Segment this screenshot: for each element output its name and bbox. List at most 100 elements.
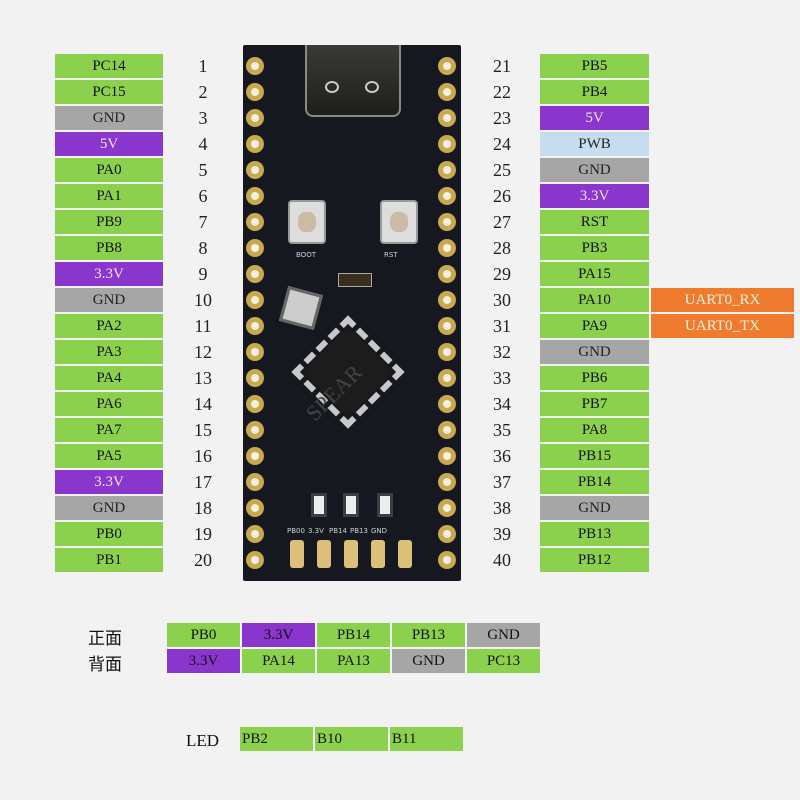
pin-label: GND: [55, 288, 163, 312]
pin-label: PB13: [540, 522, 649, 546]
pin-label: PA2: [55, 314, 163, 338]
header-hole: [438, 499, 456, 517]
pin-label: GND: [55, 496, 163, 520]
pin-label: 5V: [55, 132, 163, 156]
pin-number: 25: [493, 160, 511, 180]
pin-label: PA3: [55, 340, 163, 364]
pin-label: PA5: [55, 444, 163, 468]
back-pin-cell: GND: [392, 649, 465, 673]
header-hole: [438, 525, 456, 543]
pin-number: 24: [493, 134, 511, 154]
pin-label: PB4: [540, 80, 649, 104]
header-hole: [246, 213, 264, 231]
pin-number: 33: [493, 368, 511, 388]
header-hole: [438, 473, 456, 491]
dev-board-image: [243, 45, 461, 581]
usb-mount-hole: [325, 81, 339, 93]
header-hole: [246, 525, 264, 543]
pin-alt-function: UART0_TX: [651, 314, 794, 338]
pin-label: PB6: [540, 366, 649, 390]
pin-label: 3.3V: [55, 470, 163, 494]
header-hole: [246, 421, 264, 439]
header-hole: [438, 421, 456, 439]
back-pin-cell: PA13: [317, 649, 390, 673]
pin-label: PA6: [55, 392, 163, 416]
front-pin-cell: GND: [467, 623, 540, 647]
front-label: 正面: [88, 629, 122, 649]
silk-pad-label: GND: [371, 527, 388, 535]
led-icon: [377, 493, 393, 517]
led-label: LED: [186, 731, 220, 750]
silk-pad-label: PB13: [350, 527, 368, 535]
pin-number: 8: [198, 238, 208, 258]
pin-label: PB8: [55, 236, 163, 260]
header-hole: [438, 447, 456, 465]
pin-label: PA1: [55, 184, 163, 208]
led-pin-cell: B11: [390, 727, 463, 751]
pin-number: 10: [194, 290, 212, 310]
pin-label: PWB: [540, 132, 649, 156]
back-pin-cell: PA14: [242, 649, 315, 673]
pin-number: 5: [198, 160, 208, 180]
pin-label: GND: [540, 158, 649, 182]
header-hole: [438, 317, 456, 335]
pin-label: PC14: [55, 54, 163, 78]
pad-icon: [290, 540, 304, 568]
pin-number: 3: [198, 108, 208, 128]
header-hole: [246, 239, 264, 257]
header-hole: [438, 57, 456, 75]
crystal-icon: [338, 273, 372, 287]
pin-label: PB9: [55, 210, 163, 234]
pin-label: PA9: [540, 314, 649, 338]
pin-label: GND: [540, 340, 649, 364]
pin-number: 16: [194, 446, 212, 466]
pin-label: PB15: [540, 444, 649, 468]
pin-number: 14: [194, 394, 212, 414]
pin-number: 40: [493, 550, 511, 570]
pin-number: 11: [194, 316, 212, 336]
header-hole: [438, 343, 456, 361]
pin-number: 27: [493, 212, 511, 232]
led-pin-cell: PB2: [240, 727, 313, 751]
pin-label: 3.3V: [540, 184, 649, 208]
pin-label: 3.3V: [55, 262, 163, 286]
pin-alt-function: UART0_RX: [651, 288, 794, 312]
pin-label: 5V: [540, 106, 649, 130]
header-hole: [438, 109, 456, 127]
pin-number: 2: [198, 82, 208, 102]
boot-button-icon: [288, 200, 326, 244]
pin-label: PB14: [540, 470, 649, 494]
pin-number: 13: [194, 368, 212, 388]
header-hole: [438, 291, 456, 309]
pin-number: 7: [198, 212, 208, 232]
header-hole: [246, 57, 264, 75]
pad-icon: [344, 540, 358, 568]
silk-rst: RST: [384, 251, 398, 259]
back-label: 背面: [88, 655, 122, 675]
pin-number: 23: [493, 108, 511, 128]
pin-number: 21: [493, 56, 511, 76]
silk-pad-label: PB14: [329, 527, 347, 535]
header-hole: [246, 187, 264, 205]
header-hole: [246, 135, 264, 153]
pad-icon: [371, 540, 385, 568]
pin-label: RST: [540, 210, 649, 234]
pin-number: 30: [493, 290, 511, 310]
header-hole: [438, 187, 456, 205]
pin-number: 19: [194, 524, 212, 544]
header-hole: [438, 213, 456, 231]
header-hole: [246, 83, 264, 101]
header-hole: [246, 369, 264, 387]
header-hole: [246, 395, 264, 413]
front-pin-cell: PB13: [392, 623, 465, 647]
pin-number: 9: [198, 264, 208, 284]
reset-button-icon: [380, 200, 418, 244]
pin-label: PB7: [540, 392, 649, 416]
pin-label: PA0: [55, 158, 163, 182]
pin-number: 35: [493, 420, 511, 440]
pin-label: PB0: [55, 522, 163, 546]
silk-boot: BOOT: [296, 251, 316, 259]
header-hole: [438, 395, 456, 413]
pin-label: PB5: [540, 54, 649, 78]
pin-number: 6: [198, 186, 208, 206]
